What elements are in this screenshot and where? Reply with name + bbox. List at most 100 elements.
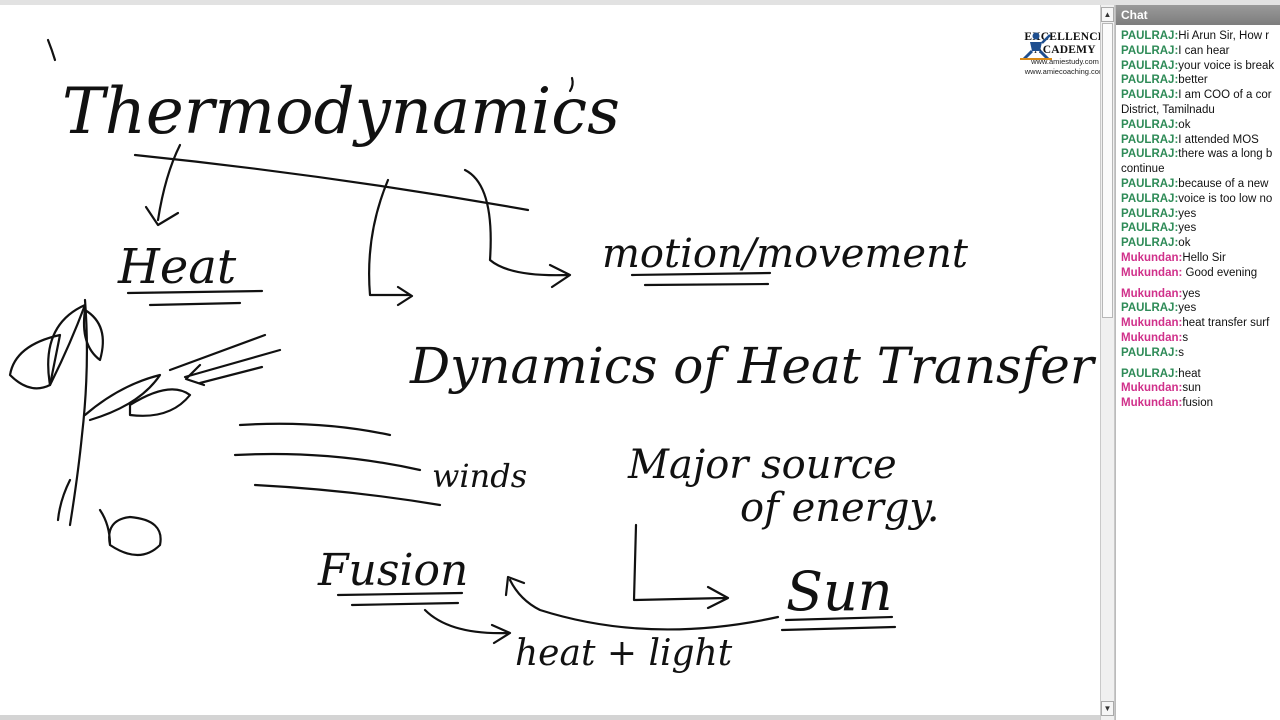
chat-text: I am COO of a cor [1178,89,1272,102]
chat-message: PAULRAJ:ok [1121,236,1280,251]
label-sun: Sun [786,560,893,623]
scroll-down-button[interactable]: ▼ [1101,701,1114,716]
chat-text: because of a new [1178,177,1269,190]
chat-username: PAULRAJ: [1121,133,1179,146]
chat-username: PAULRAJ: [1121,44,1179,57]
label-motion-movement: motion/movement [602,231,969,277]
arrow-sun-to-fusion [504,575,780,631]
chat-message: PAULRAJ:yes [1121,207,1280,222]
chat-text: yes [1178,207,1197,220]
chat-text: fusion [1182,397,1214,410]
chat-message: Mukundan:Hello Sir [1121,251,1280,266]
chat-message: District, Tamilnadu [1121,103,1280,118]
chat-username: PAULRAJ: [1121,74,1179,87]
bottom-border [0,715,1100,720]
wind-line-3 [253,483,442,507]
chat-message: Mukundan:sun [1121,381,1280,396]
chat-username: PAULRAJ: [1121,346,1179,359]
label-dynamics-heat-transfer: Dynamics of Heat Transfer [409,337,1097,395]
chat-message: Mukundan:s [1121,331,1280,346]
label-fusion: Fusion [317,545,468,596]
chat-message: PAULRAJ:yes [1121,221,1280,236]
chat-message: PAULRAJ:because of a new [1121,177,1280,192]
chat-username: Mukundan: [1121,251,1183,264]
logo-url-2: www.amiecoaching.com [1024,67,1100,76]
academy-logo: EXCELLENCE ACADEMY www.amiestudy.com www… [1016,31,1100,123]
chat-text: yes [1182,287,1201,300]
chat-username: PAULRAJ: [1121,89,1179,102]
chat-text: there was a long b [1178,148,1273,161]
label-heat: Heat [117,239,237,295]
chat-message: PAULRAJ:better [1121,73,1280,88]
chat-text: Good evening [1182,266,1258,279]
quote-mark-left [46,38,57,62]
chat-username: Mukundan: [1121,317,1183,330]
chat-message: Mukundan:fusion [1121,396,1280,411]
whiteboard-drawing: Thermodynamics Heat motion/movement Dyna… [8,38,1097,674]
chat-text: Hi Arun Sir, How r [1178,30,1270,42]
wind-line-1 [238,422,392,437]
sun-rays [168,333,282,385]
plant-leaf-5 [128,388,192,417]
plant-root [56,478,162,557]
chat-header: Chat [1116,5,1280,25]
fusion-underline [336,591,464,607]
arrow-fusion-to-heat-light [423,608,512,645]
arrow-to-heat [144,143,182,227]
chat-username: Mukundan: [1121,331,1183,344]
arrow-to-dynamics [368,178,414,307]
chat-message: PAULRAJ:yes [1121,301,1280,316]
chat-text: Hello Sir [1182,251,1226,264]
chat-username: PAULRAJ: [1121,302,1179,315]
chat-message: continue [1121,162,1280,177]
chat-username: PAULRAJ: [1121,367,1179,380]
chat-text: yes [1178,302,1197,315]
ray-arrowhead [184,363,206,387]
chat-message: Mukundan:heat transfer surf [1121,316,1280,331]
chat-message: PAULRAJ:there was a long b [1121,147,1280,162]
chat-username: PAULRAJ: [1121,207,1179,220]
plant-leaf-1 [47,303,87,387]
chat-text: ok [1178,237,1191,250]
wind-line-2 [233,452,422,472]
label-of-energy: of energy. [740,485,939,531]
motion-underline [630,271,772,287]
chat-message: PAULRAJ:heat [1121,367,1280,382]
quote-mark-right [568,76,574,93]
chat-message: Mukundan: Good evening [1121,266,1280,281]
chat-text: I attended MOS [1178,133,1259,146]
scroll-thumb[interactable] [1102,23,1113,318]
chat-text: s [1182,331,1189,344]
whiteboard-scrollbar[interactable]: ▲ ▼ [1100,5,1115,720]
arrow-to-sun [632,523,730,610]
sun-underline [780,615,897,632]
chat-text: your voice is break [1178,59,1275,72]
chat-username: PAULRAJ: [1121,118,1179,131]
chat-text: yes [1178,222,1197,235]
chat-message: PAULRAJ:your voice is break [1121,59,1280,74]
chat-text: continue [1121,163,1165,176]
chat-username: PAULRAJ: [1121,148,1179,161]
chat-username: PAULRAJ: [1121,30,1179,42]
chat-username: PAULRAJ: [1121,237,1179,250]
chat-text: ok [1178,118,1191,131]
title-strike-line [133,153,530,212]
chat-message: PAULRAJ:I am COO of a cor [1121,88,1280,103]
chat-username: Mukundan: [1121,266,1183,279]
chat-message: PAULRAJ:ok [1121,118,1280,133]
top-border [0,0,1280,5]
whiteboard-canvas[interactable]: Thermodynamics Heat motion/movement Dyna… [0,5,1100,715]
plant-stem [68,298,89,527]
chat-text: I can hear [1178,44,1230,57]
chat-username: PAULRAJ: [1121,222,1179,235]
chat-message: PAULRAJ:Hi Arun Sir, How r [1121,29,1280,44]
chat-text: voice is too low no [1178,192,1273,205]
chat-username: Mukundan: [1121,287,1183,300]
chat-username: Mukundan: [1121,382,1183,395]
scroll-up-button[interactable]: ▲ [1101,7,1114,22]
chat-message: PAULRAJ:voice is too low no [1121,192,1280,207]
label-major-source: Major source [627,442,897,488]
chat-text: District, Tamilnadu [1121,103,1215,116]
logo-url-1: www.amiestudy.com [1031,57,1099,66]
